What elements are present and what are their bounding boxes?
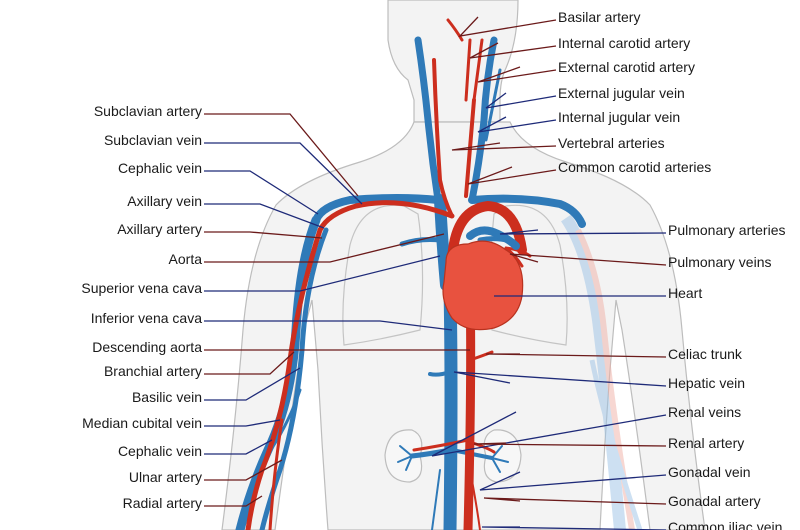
label-cephalic-vein-lower: Cephalic vein <box>118 443 202 459</box>
renal-artery-l <box>468 440 496 454</box>
leader-common-carotid-arteries <box>467 166 557 185</box>
leader-external-carotid-artery <box>477 66 557 83</box>
leader-common-iliac-vein <box>481 526 667 530</box>
label-external-jugular-vein: External jugular vein <box>558 85 685 101</box>
label-celiac-trunk: Celiac trunk <box>668 346 743 362</box>
leader-pulmonary-arteries <box>499 229 667 235</box>
subclavian-vein-r <box>312 194 442 224</box>
leader-subclavian-vein <box>204 142 363 205</box>
common-carotid-r <box>432 58 454 218</box>
leader-gonadal-vein <box>479 471 667 491</box>
leader-hepatic-vein <box>453 371 667 387</box>
inferior-vena-cava-vessel <box>443 283 458 530</box>
leader-lines <box>204 16 667 530</box>
label-axillary-vein: Axillary vein <box>127 193 202 209</box>
leader-basilic-vein <box>204 367 301 401</box>
leader-celiac-trunk <box>485 353 667 358</box>
label-internal-jugular-vein: Internal jugular vein <box>558 109 680 125</box>
faded-arm-vessels <box>560 214 643 530</box>
ulnar-artery-vessel <box>268 418 284 530</box>
subclavian-vein-l <box>468 194 586 228</box>
leader-internal-jugular-vein <box>477 116 557 133</box>
label-gonadal-vein: Gonadal vein <box>668 464 751 480</box>
leader-superior-vena-cava <box>204 255 441 292</box>
kidney-vein-branches-l <box>491 445 509 473</box>
label-branchial-artery: Branchial artery <box>104 363 202 379</box>
subclavian-artery-r <box>317 200 455 233</box>
label-internal-carotid-artery: Internal carotid artery <box>558 35 690 51</box>
label-renal-artery: Renal artery <box>668 435 744 451</box>
leader-vertebral-arteries <box>451 142 557 151</box>
label-hepatic-vein: Hepatic vein <box>668 375 745 391</box>
label-vertebral-arteries: Vertebral arteries <box>558 135 665 151</box>
head-outline <box>387 0 519 123</box>
leader-cephalic-vein-upper <box>204 170 319 215</box>
leader-cephalic-vein-lower <box>204 439 273 455</box>
arm-vein-outer <box>235 215 321 530</box>
leader-renal-veins <box>431 411 667 457</box>
label-cephalic-vein-upper: Cephalic vein <box>118 160 202 176</box>
aortic-arch <box>447 200 527 267</box>
label-median-cubital-vein: Median cubital vein <box>82 415 202 431</box>
leader-gonadal-artery <box>483 497 667 505</box>
label-pulmonary-arteries: Pulmonary arteries <box>668 222 786 238</box>
gonadal-artery-vessel <box>467 459 481 530</box>
leader-axillary-artery <box>204 231 323 239</box>
label-common-iliac-vein: Common iliac vein <box>668 519 782 530</box>
label-renal-veins: Renal veins <box>668 404 741 420</box>
label-axillary-artery: Axillary artery <box>117 221 202 237</box>
label-subclavian-artery: Subclavian artery <box>94 103 202 119</box>
right-lung <box>342 204 424 346</box>
leader-internal-carotid-artery <box>469 42 557 59</box>
pulmonary-artery-trunk <box>466 226 520 250</box>
label-pulmonary-veins: Pulmonary veins <box>668 254 772 270</box>
leader-branchial-artery <box>204 351 295 375</box>
gonadal-vein-vessel <box>431 469 441 530</box>
leader-renal-artery <box>473 442 667 447</box>
leader-subclavian-artery <box>204 113 359 197</box>
internal-jugular-vein-r <box>414 36 442 204</box>
label-basilic-vein: Basilic vein <box>132 389 202 405</box>
label-external-carotid-artery: External carotid artery <box>558 59 695 75</box>
leader-basilar-artery <box>458 16 557 37</box>
hepatic-vein-vessel <box>428 370 452 377</box>
external-carotid-artery-vessel <box>472 38 484 102</box>
label-heart: Heart <box>668 285 702 301</box>
leader-external-jugular-vein <box>485 92 557 109</box>
label-radial-artery: Radial artery <box>123 495 202 511</box>
label-inferior-vena-cava: Inferior vena cava <box>91 310 202 326</box>
leader-median-cubital-vein <box>204 419 281 427</box>
celiac-trunk-vessel <box>468 350 494 362</box>
arm-artery <box>245 227 323 530</box>
leader-inferior-vena-cava <box>204 320 453 331</box>
kidney-vein-branches-r <box>397 445 413 471</box>
label-basilar-artery: Basilar artery <box>558 9 640 25</box>
leader-axillary-vein <box>204 203 325 229</box>
internal-carotid-artery-vessel <box>464 38 472 102</box>
leader-radial-artery <box>204 495 263 507</box>
renal-vein-r <box>409 447 453 459</box>
right-kidney <box>384 429 423 483</box>
label-gonadal-artery: Gonadal artery <box>668 493 761 509</box>
internal-jugular-vein-l <box>468 36 498 204</box>
label-aorta: Aorta <box>169 251 203 267</box>
leader-ulnar-artery <box>204 459 283 481</box>
basilar-artery-vessel <box>446 18 464 42</box>
label-superior-vena-cava: Superior vena cava <box>81 280 202 296</box>
label-common-carotid-arteries: Common carotid arteries <box>558 159 711 175</box>
label-subclavian-vein: Subclavian vein <box>104 132 202 148</box>
label-ulnar-artery: Ulnar artery <box>129 469 202 485</box>
leader-pulmonary-veins <box>509 253 667 266</box>
leader-aorta <box>204 233 445 263</box>
median-cubital-vessel <box>270 388 302 450</box>
renal-artery-r <box>412 438 470 452</box>
label-descending-aorta: Descending aorta <box>92 339 202 355</box>
